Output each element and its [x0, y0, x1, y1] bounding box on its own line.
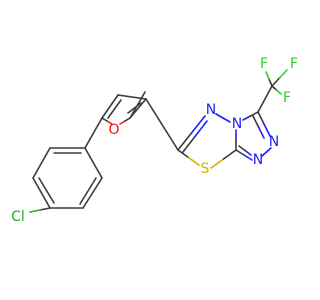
thiadiazole-c-s-a: [177, 149, 190, 159]
thiadiazole-s-c-b: [222, 149, 237, 160]
atom-label-sulfur: S: [201, 161, 210, 177]
cf3-f1-b: [265, 71, 270, 80]
atom-label-fluorine-1: F: [260, 56, 268, 72]
thiadiazole-c-n-a: [177, 132, 193, 151]
cf3-f2-a: [271, 77, 281, 87]
cf3-f1-a: [268, 78, 273, 87]
triazole-c3-n-inner-a: [252, 115, 260, 128]
aryl-furan-bond: [84, 117, 103, 149]
atom-label-fluorine-3: F: [283, 90, 291, 106]
furan-thiadiazole-bond: [145, 98, 179, 151]
atom-label-nitrogen-3: N: [269, 134, 279, 150]
triazole-n-n-b: [261, 151, 268, 157]
ring-bond-1: [84, 147, 103, 179]
ring-bond-2-inner: [79, 177, 97, 205]
cf3-f3-b: [275, 89, 282, 95]
thiadiazole-c-s-b: [187, 156, 200, 166]
atom-label-nitrogen-2: N: [232, 116, 242, 132]
bond-layer: [29, 69, 288, 213]
atom-label-chlorine: Cl: [11, 209, 25, 225]
triazole-n-c-b: [235, 149, 245, 156]
atom-label-nitrogen-4: N: [253, 152, 263, 168]
triazole-n-n-a: [265, 147, 272, 153]
thiadiazole-c-n-inner-b: [194, 120, 208, 138]
chloro-bond-b: [29, 209, 41, 213]
atom-label-fluorine-2: F: [290, 56, 298, 72]
triazole-n-c-inner-a: [244, 149, 252, 156]
furan-c3-c2-inner: [127, 102, 142, 114]
cf3-bond: [257, 85, 273, 113]
atom-label-layer: O S N N N N F F F Cl: [11, 56, 298, 225]
furan-o-c2-b: [124, 117, 131, 122]
thiadiazole-c-n-b: [190, 115, 206, 134]
ring-bond-4-inner: [38, 177, 55, 204]
furan-o-c5-b: [101, 117, 108, 122]
triazole-c3-n-b: [263, 123, 271, 137]
atom-label-nitrogen-1: N: [206, 102, 216, 118]
furan-c5-c4-inner: [107, 99, 122, 119]
triazole-n-c3-b: [249, 111, 259, 117]
chloro-bond-a: [39, 207, 51, 211]
triazole-n-c-inner-b: [238, 145, 246, 152]
atom-label-oxygen: O: [108, 122, 119, 138]
triazole-n-c3-a: [242, 115, 252, 121]
furan-o-c5-a: [106, 120, 113, 125]
molecule-structure: O S N N N N F F F Cl: [11, 56, 298, 225]
cf3-f3-a: [271, 85, 278, 91]
thiadiazole-n-n-b: [222, 117, 231, 123]
furan-c5-c4: [101, 94, 119, 119]
triazole-c3-n-a: [257, 111, 265, 125]
ring-bond-5: [32, 147, 51, 179]
thiadiazole-s-c-a: [210, 158, 225, 169]
ring-bond-2: [82, 177, 103, 209]
thiadiazole-c-n-inner-a: [182, 135, 196, 153]
triazole-c3-n-inner-b: [257, 126, 265, 139]
furan-o-c2-a: [119, 120, 126, 125]
ring-bond-4: [32, 177, 51, 209]
triazole-n-c-a: [243, 154, 253, 161]
methyl-bond: [129, 91, 146, 119]
thiadiazole-n-n-a: [215, 113, 224, 119]
cf3-f2-b: [278, 69, 288, 79]
